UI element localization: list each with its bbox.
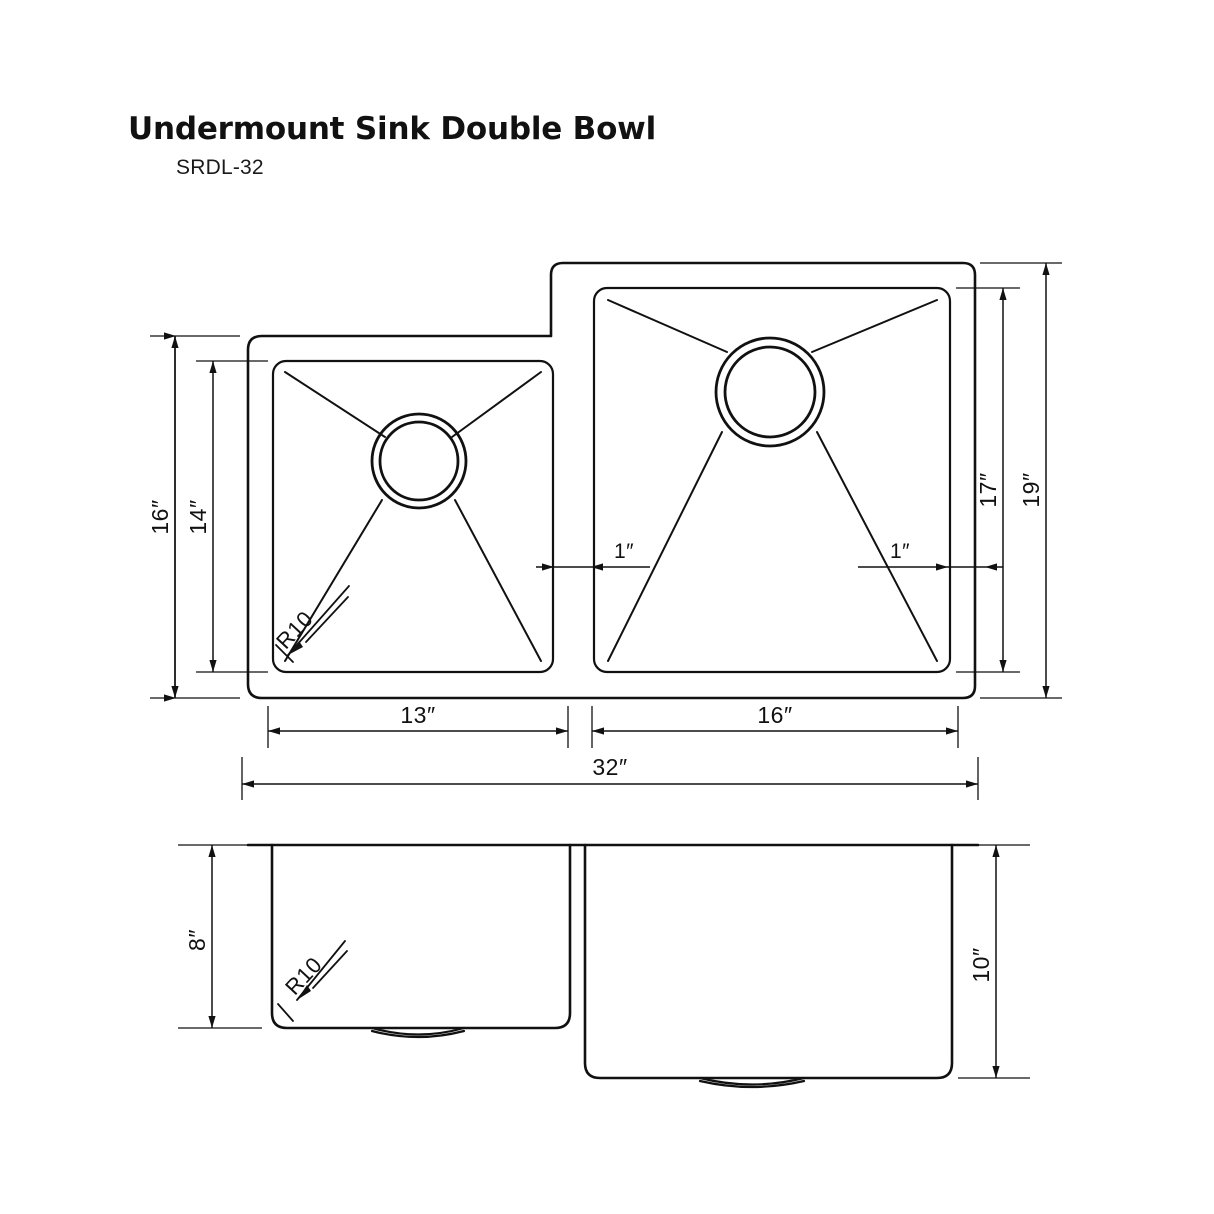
dim-right-outer-19: 19″: [980, 262, 1062, 699]
dim-right-inner-17-label: 17″: [975, 472, 1001, 507]
left-bowl-drain-outer-ring: [370, 412, 468, 510]
left-bowl-inner-rect: [271, 359, 555, 674]
left-bowl-slope-lines: [284, 371, 542, 662]
dim-right-bowl-width-16: 16″: [591, 702, 959, 748]
left-bowl-drain-inner-ring: [378, 420, 460, 502]
dim-divider-right-1in: 1″: [858, 540, 1003, 571]
right-bowl-inner-rect: [592, 286, 952, 674]
top-view-geometry: R10 16″ 14″: [147, 261, 1062, 800]
dim-left-bowl-depth-8-label: 8″: [184, 929, 210, 951]
dim-left-bowl-width-13: 13″: [267, 702, 569, 748]
right-bowl: [592, 286, 952, 674]
dim-divider-left-1in-label: 1″: [614, 540, 634, 563]
dim-right-bowl-depth-10-label: 10″: [968, 947, 994, 982]
title-block: Undermount Sink Double Bowl SRDL-32: [128, 111, 1028, 180]
elevation-right-bowl-profile: [583, 843, 954, 1080]
dim-left-inner-14-label: 14″: [185, 499, 211, 534]
dim-right-inner-17: 17″: [956, 287, 1020, 673]
dim-right-bowl-width-16-label: 16″: [757, 702, 792, 728]
dim-right-bowl-depth-10: 10″: [958, 844, 1030, 1079]
dim-left-inner-14: 14″: [185, 360, 268, 673]
right-bowl-slope-lines: [607, 299, 938, 662]
elevation-right-bowl-drain-bump-line: [698, 1079, 806, 1089]
dim-overall-width-32-label: 32″: [592, 754, 627, 780]
plan-radius-callout: R10: [271, 585, 350, 663]
dim-left-bowl-depth-8: 8″: [178, 844, 262, 1029]
left-bowl: [271, 359, 555, 674]
elevation-right-bowl-drain-bump: [698, 1076, 806, 1086]
elevation-radius-label: R10: [280, 952, 327, 1000]
page-title: Undermount Sink Double Bowl: [128, 111, 657, 147]
dim-overall-width-32: 32″: [241, 754, 979, 800]
dim-left-outer-16: 16″: [147, 332, 240, 702]
elevation-view-geometry: R10 8″ 10″: [178, 843, 1030, 1089]
right-bowl-drain-outer-ring: [714, 336, 826, 448]
sink-outer-outline: [246, 261, 977, 700]
elevation-left-bowl-drain-bump-line: [370, 1029, 466, 1039]
dim-left-outer-16-label: 16″: [147, 499, 173, 534]
model-number: SRDL-32: [176, 155, 264, 179]
dim-left-bowl-width-13-label: 13″: [400, 702, 435, 728]
elevation-left-bowl-drain-bump: [370, 1026, 466, 1036]
dim-divider-right-1in-label: 1″: [890, 540, 910, 563]
dim-divider-left-1in: 1″: [536, 540, 650, 571]
right-bowl-drain-inner-ring: [723, 345, 817, 439]
elevation-left-bowl-profile: [270, 843, 572, 1030]
dim-right-outer-19-label: 19″: [1018, 472, 1044, 507]
elevation-radius-callout: R10: [277, 940, 348, 1022]
